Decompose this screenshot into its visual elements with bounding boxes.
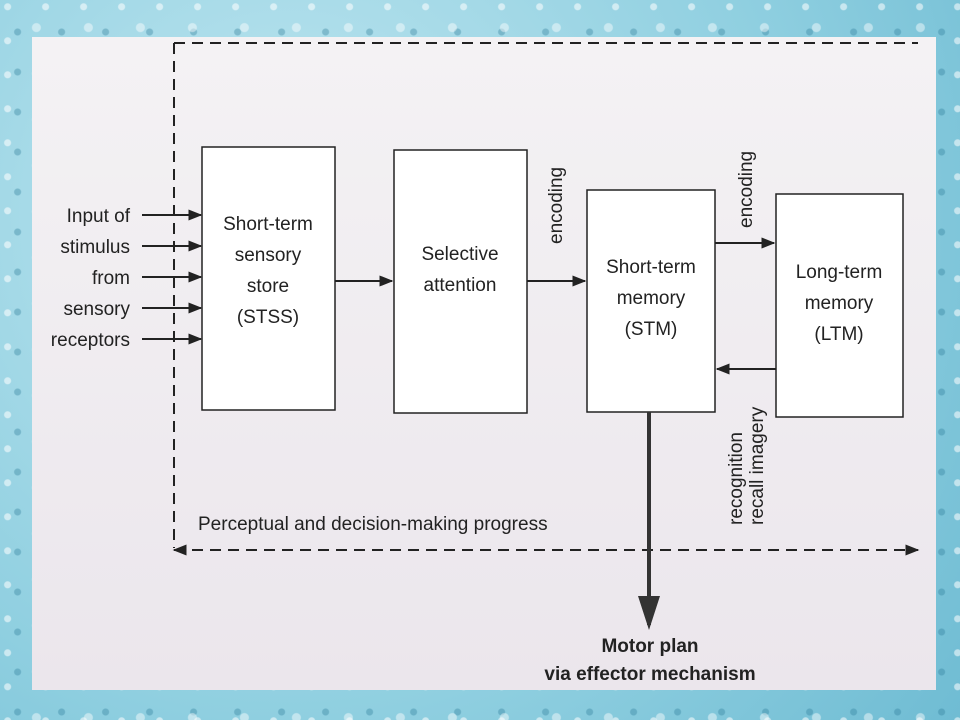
stss-line-4: (STSS) <box>237 307 299 328</box>
ltm-box: Long-term memory (LTM) <box>775 193 904 418</box>
stm-line-2: memory <box>617 288 686 309</box>
stss-box: Short-term sensory store (STSS) <box>201 146 336 411</box>
attention-line-1: Selective <box>421 244 498 265</box>
output-arrow-head <box>638 596 660 630</box>
input-label-4: sensory <box>63 299 130 320</box>
ltm-line-2: memory <box>805 293 874 314</box>
input-label-5: receptors <box>51 330 130 351</box>
input-label-3: from <box>92 268 130 289</box>
input-labels: Input of stimulus from sensory receptors <box>51 206 131 351</box>
input-arrows <box>142 209 203 345</box>
stss-line-3: store <box>247 276 289 297</box>
input-label-1: Input of <box>67 206 131 227</box>
input-label-2: stimulus <box>60 237 130 258</box>
stss-line-1: Short-term <box>223 214 313 235</box>
output-label-1: Motor plan <box>601 636 698 657</box>
encoding-label-1: encoding <box>546 167 567 244</box>
ltm-line-1: Long-term <box>796 262 883 283</box>
attention-box: Selective attention <box>393 149 528 414</box>
stm-box: Short-term memory (STM) <box>586 189 716 413</box>
recognition-label: recognition <box>726 432 747 525</box>
stm-line-3: (STM) <box>625 319 678 340</box>
region-label: Perceptual and decision-making progress <box>198 514 548 535</box>
stm-line-1: Short-term <box>606 257 696 278</box>
recall-imagery-label: recall imagery <box>747 406 768 525</box>
region-dashed-border <box>173 42 918 548</box>
stss-line-2: sensory <box>235 245 302 266</box>
encoding-label-2: encoding <box>736 151 757 228</box>
ltm-line-3: (LTM) <box>814 324 863 345</box>
output-label-2: via effector mechanism <box>544 664 755 685</box>
attention-line-2: attention <box>424 275 497 296</box>
